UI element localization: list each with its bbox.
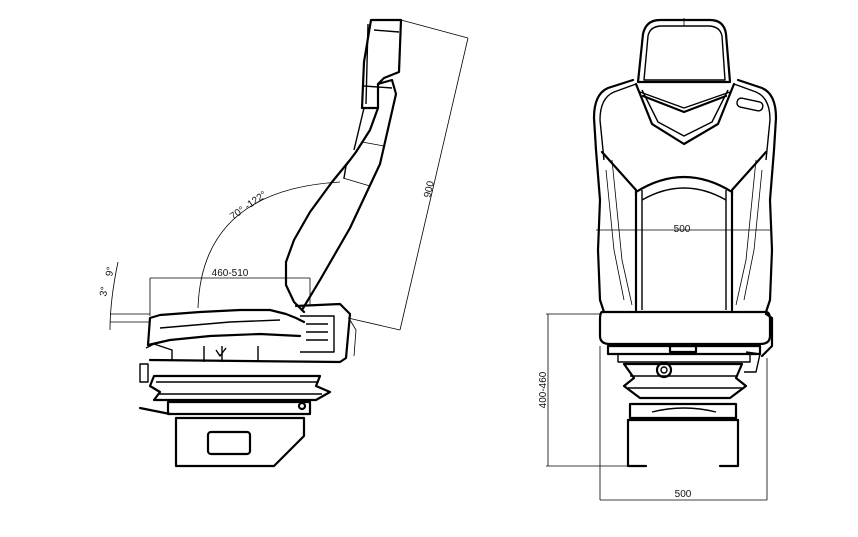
backrest-width-label: 500 (674, 224, 691, 235)
seat-height-label: 400-460 (538, 371, 549, 408)
front-mechanism (606, 344, 762, 379)
front-view: 500 400-460 500 (538, 18, 778, 501)
front-backrest (592, 78, 778, 314)
front-seat-cushion (598, 310, 774, 358)
base-width-label: 500 (675, 489, 692, 500)
tilt-3-label: 3° (98, 286, 110, 297)
backrest-angle-label: 70° -122° (228, 189, 269, 222)
side-seat-frame (139, 302, 357, 383)
seat-depth-label: 460-510 (212, 268, 249, 279)
side-backrest (284, 78, 398, 314)
front-base (626, 402, 740, 468)
front-dimensions: 500 400-460 500 (538, 224, 770, 501)
front-bellows (622, 362, 748, 400)
front-headrest (636, 18, 732, 84)
side-seat-cushion (146, 308, 306, 347)
tilt-9-label: 9° (104, 266, 116, 277)
backrest-height-label: 900 (422, 180, 437, 199)
side-dimensions: 900 70° -122° 460-510 9° 3° (98, 19, 469, 331)
side-bellows (148, 374, 332, 402)
side-base (138, 400, 312, 468)
side-view: 900 70° -122° 460-510 9° 3° (98, 18, 469, 468)
